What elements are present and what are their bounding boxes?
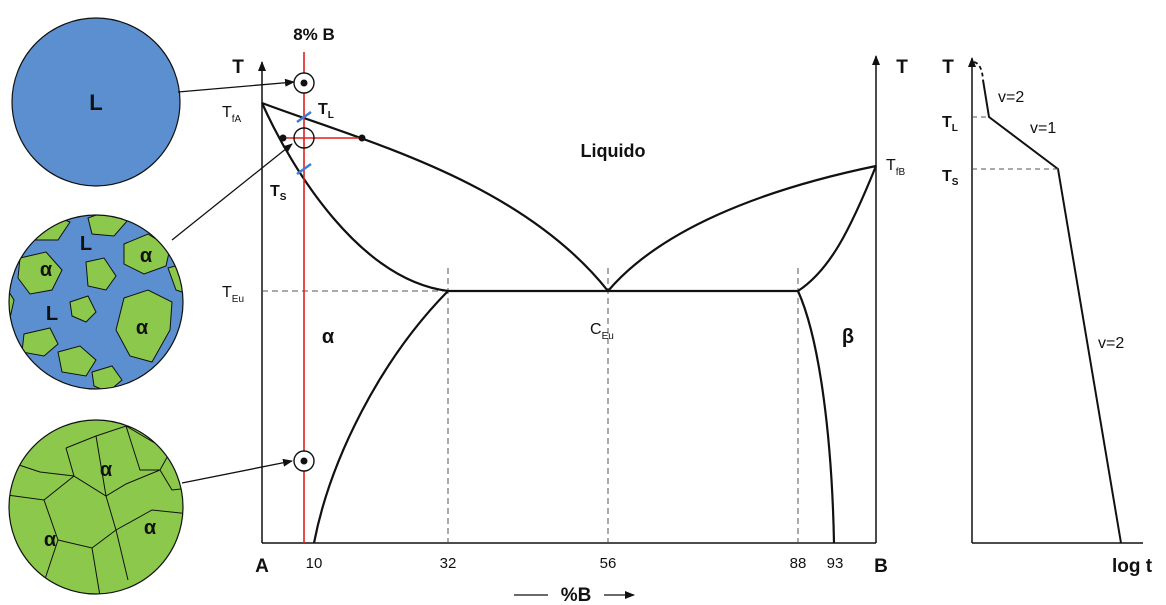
alpha-grain — [123, 233, 171, 275]
grain-boundary — [125, 425, 171, 471]
liquidus-tick — [296, 110, 312, 124]
cooling-label-t-s: TS — [942, 168, 959, 188]
tie-line-end-left — [279, 134, 287, 142]
micrograph-solid-label-a1: α — [100, 459, 113, 481]
x-tick-88: 88 — [790, 555, 807, 572]
arrow-liquid — [177, 78, 295, 93]
alpha-grain — [57, 345, 97, 377]
phase-diagram: 8% B T T A B 10 32 56 88 93 %B TfA TfB T… — [222, 25, 908, 605]
grain-boundary — [159, 469, 183, 491]
alpha-grain — [115, 289, 173, 363]
micrograph-liquid-solid: L L α α α α — [8, 214, 184, 390]
micrograph-solid-label-a2: α — [44, 529, 57, 551]
solidus-right — [797, 165, 878, 292]
solidus-left — [260, 102, 449, 293]
grain-boundary — [91, 547, 101, 594]
alpha-grain — [69, 295, 97, 323]
liquidus-right — [607, 164, 877, 292]
solvus-right — [796, 290, 836, 544]
micrograph-liquid-disc — [11, 17, 181, 187]
alpha-grain — [85, 257, 117, 291]
label-t-fb: TfB — [886, 157, 906, 178]
micrograph-mixed-label-l2: L — [46, 303, 58, 325]
x-tick-10: 10 — [306, 555, 323, 572]
micrograph-mixed-label-l1: L — [80, 233, 92, 255]
point-solid — [293, 450, 315, 472]
alpha-grain — [9, 351, 19, 381]
micrograph-liquid: L — [11, 17, 181, 187]
label-t-s: TS — [270, 183, 287, 203]
x-axis-label: %B — [561, 585, 592, 605]
micrograph-solid-label-a3: α — [144, 517, 157, 539]
cooling-curve: T log t TL TS v=2 v=1 v=2 — [942, 57, 1153, 577]
grain-boundary — [115, 509, 183, 531]
region-alpha-label: α — [322, 326, 335, 348]
x-tick-93: 93 — [827, 555, 844, 572]
micrograph-solid-disc — [9, 420, 183, 594]
cooling-segment-label-2: v=1 — [1030, 120, 1056, 137]
solvus-left — [312, 290, 449, 544]
region-beta-label: β — [842, 326, 854, 348]
label-t-l: TL — [318, 101, 334, 121]
liquidus-left — [261, 101, 609, 292]
x-tick-32: 32 — [440, 555, 457, 572]
cooling-segment-label-1: v=2 — [998, 89, 1024, 106]
region-liquid-label: Liquido — [581, 141, 646, 161]
tie-line-end-right — [358, 134, 366, 142]
grain-boundary — [65, 425, 171, 453]
corner-label-a: A — [255, 556, 269, 577]
label-t-fa: TfA — [222, 104, 242, 125]
cooling-segment-label-3: v=2 — [1098, 335, 1124, 352]
x-tick-56: 56 — [600, 555, 617, 572]
label-t-eu: TEu — [222, 284, 244, 305]
arrow-liquid-solid — [171, 143, 293, 241]
label-c-eu: CEu — [590, 321, 614, 342]
alpha-grain — [17, 251, 63, 295]
micrograph-mixed-label-a1: α — [40, 259, 53, 281]
corner-label-b: B — [874, 556, 888, 577]
arrow-solid — [181, 458, 293, 484]
cooling-axis-x-label: log t — [1112, 556, 1153, 577]
axis-left-label: T — [232, 57, 244, 78]
alpha-grain — [91, 365, 123, 389]
cooling-label-t-l: TL — [942, 114, 958, 134]
micrograph-liquid-label: L — [89, 90, 102, 115]
solidus-tick — [296, 162, 312, 176]
micrograph-solid: α α α — [8, 419, 184, 595]
micrograph-mixed-label-a3: α — [136, 317, 149, 339]
composition-title: 8% B — [293, 25, 335, 44]
cooling-curve-line — [982, 79, 1122, 544]
cooling-axis-y-label: T — [942, 57, 954, 78]
point-two-phase — [293, 127, 315, 149]
x-axis-label-group: %B — [514, 585, 635, 605]
grain-boundary — [95, 435, 107, 497]
cooling-curve-start — [973, 61, 984, 81]
point-liquid — [293, 72, 315, 94]
micrograph-mixed-label-a2: α — [140, 245, 153, 267]
axis-right-label: T — [896, 57, 908, 78]
